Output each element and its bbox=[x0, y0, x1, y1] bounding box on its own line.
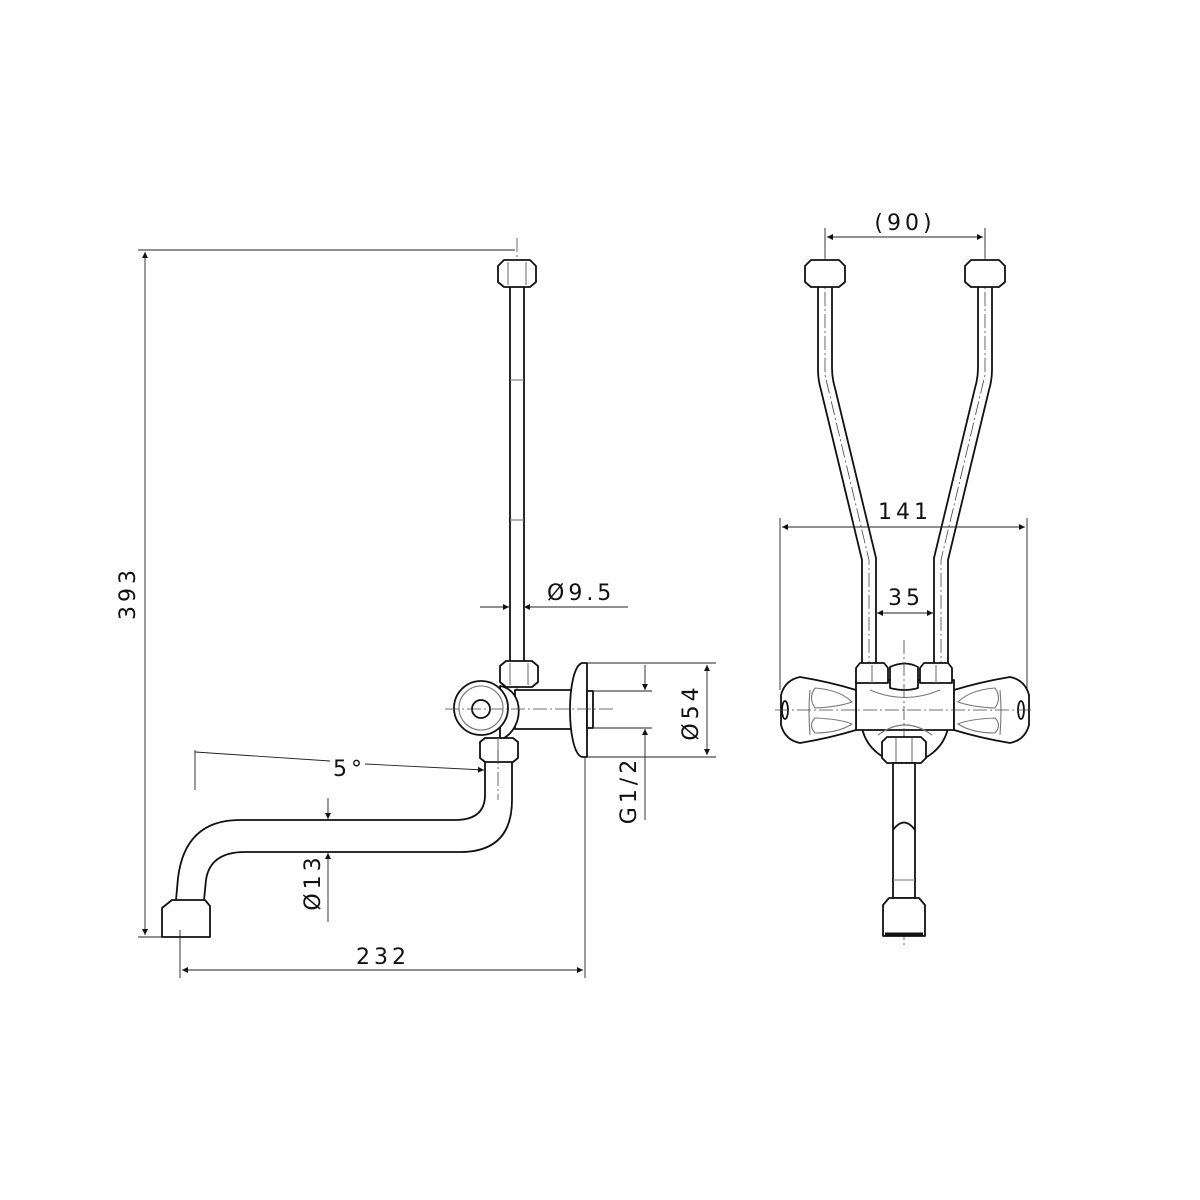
outlet-pipe bbox=[881, 736, 927, 937]
angle-label: 5° bbox=[333, 757, 366, 782]
height-label: 393 bbox=[116, 566, 141, 620]
front-risers bbox=[804, 248, 1006, 665]
front-view: (90) 141 35 bbox=[775, 211, 1032, 948]
inner-spacing-dimension: 35 bbox=[877, 586, 933, 616]
side-view: 393 Ø9.5 Ø54 bbox=[116, 238, 716, 978]
riser-spacing-dimension: (90) bbox=[824, 211, 986, 258]
riser-spacing-label: (90) bbox=[874, 211, 935, 236]
angle-dimension: 5° bbox=[194, 750, 485, 790]
riser-diameter-dimension: Ø9.5 bbox=[480, 581, 628, 610]
left-handle bbox=[780, 676, 857, 744]
inner-spacing-label: 35 bbox=[888, 586, 924, 611]
height-dimension: 393 bbox=[116, 249, 515, 938]
width-dimension: 141 bbox=[779, 500, 1028, 690]
reach-dimension: 232 bbox=[179, 930, 583, 978]
riser-diameter-label: Ø9.5 bbox=[547, 581, 615, 606]
width-label: 141 bbox=[878, 500, 932, 525]
reach-label: 232 bbox=[356, 945, 410, 970]
valve-body bbox=[445, 662, 615, 763]
thread-label: G1/2 bbox=[617, 756, 642, 824]
riser-pipe bbox=[497, 238, 539, 690]
flange-dimensions: Ø54 G1/2 bbox=[584, 662, 716, 978]
spout bbox=[161, 750, 513, 938]
spout-diameter-dimension: Ø13 bbox=[301, 798, 331, 922]
flange-diameter-label: Ø54 bbox=[679, 683, 704, 740]
spout-diameter-label: Ø13 bbox=[301, 853, 326, 910]
